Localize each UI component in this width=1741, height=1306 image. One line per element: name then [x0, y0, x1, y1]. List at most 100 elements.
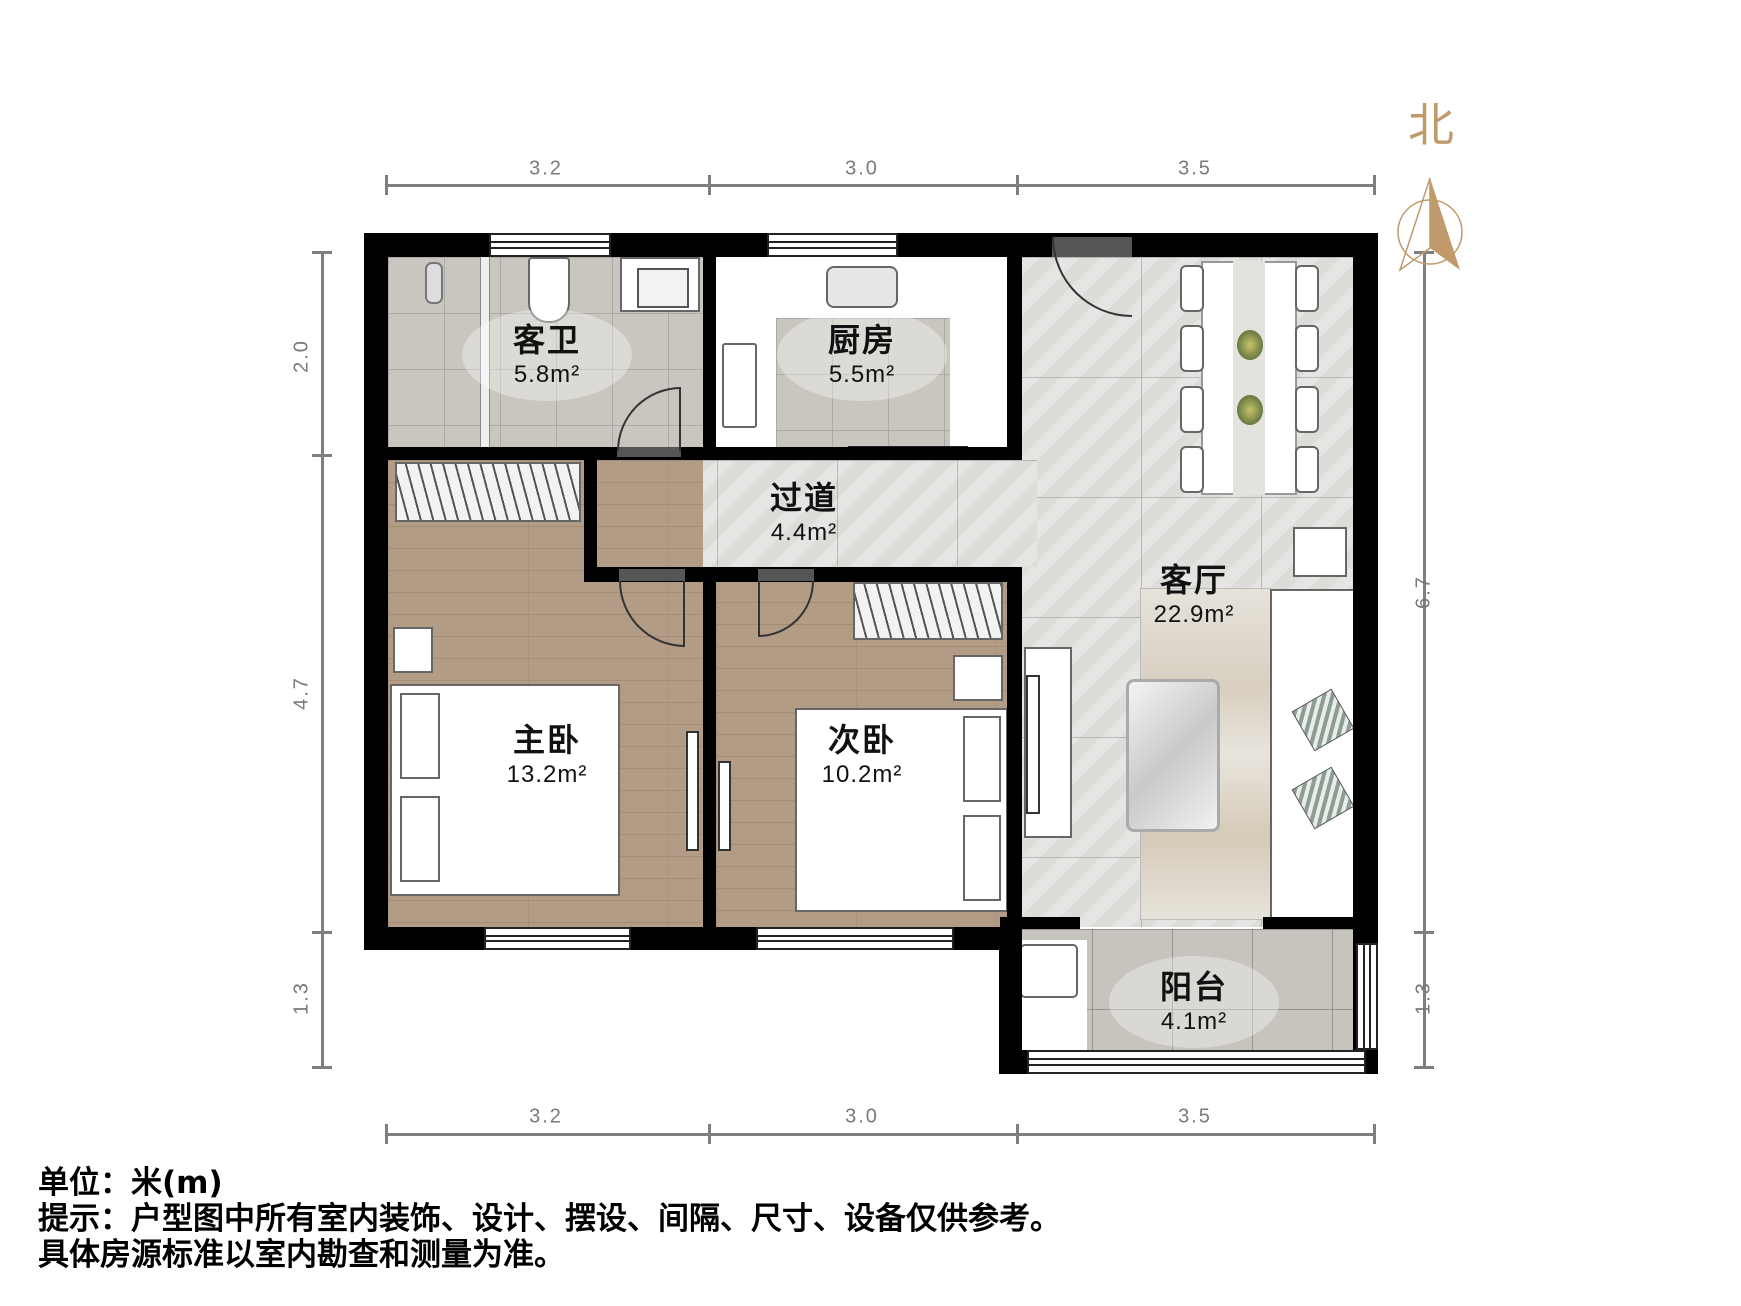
wall-kitchen-right: [1007, 257, 1022, 460]
toilet-icon: [528, 257, 570, 323]
room-area: 4.4m²: [770, 519, 838, 546]
dining-chair[interactable]: [1295, 325, 1319, 372]
label-backdrop: [461, 309, 632, 401]
centerpiece-icon: [1237, 395, 1263, 425]
compass-north-arrow-icon: [1397, 177, 1463, 272]
room-area: 4.1m²: [1160, 1008, 1228, 1035]
compass-north-label: 北: [1408, 98, 1454, 152]
room-name: 次卧: [827, 721, 897, 759]
gas-stove-icon: [722, 343, 757, 428]
shower-divider: [480, 257, 490, 447]
wall-tv: [686, 731, 699, 851]
dimension-tick: [1373, 175, 1376, 195]
wall-bedroom-divider: [703, 567, 716, 937]
dimension-label: 3.2: [529, 157, 563, 180]
room-label-master-bedroom: 主卧 13.2m²: [507, 720, 588, 790]
nightstand-lamp-icon: [953, 655, 1003, 701]
dining-chair[interactable]: [1295, 265, 1319, 312]
window-bathroom[interactable]: [489, 233, 611, 257]
room-name: 客厅: [1159, 561, 1229, 599]
sofa: [1270, 589, 1363, 927]
window-balcony-side[interactable]: [1356, 943, 1378, 1050]
disclaimer-note-2: 具体房源标准以室内勘查和测量为准。: [38, 1237, 565, 1273]
pillow: [963, 716, 1001, 802]
pillow: [963, 815, 1001, 901]
room-name: 客卫: [512, 321, 582, 359]
wall-outer-left: [364, 233, 388, 950]
room-label-guest-bathroom: 客卫 5.8m²: [461, 309, 632, 401]
dimension-tick: [312, 251, 332, 254]
unit-note: 单位：米(m): [38, 1165, 223, 1201]
disclaimer-note: 提示：户型图中所有室内装饰、设计、摆设、间隔、尺寸、设备仅供参考。: [38, 1201, 1061, 1237]
window-kitchen[interactable]: [767, 233, 898, 257]
dining-table-runner: [1233, 261, 1265, 495]
window-master-bedroom[interactable]: [484, 927, 631, 950]
room-area: 10.2m²: [821, 761, 903, 788]
tv-icon: [1026, 675, 1040, 814]
wardrobe: [853, 582, 1003, 640]
dimension-line-left: [321, 252, 324, 1068]
dimension-label: 4.7: [290, 676, 313, 710]
dimension-tick: [312, 931, 332, 934]
bathroom-door[interactable]: [617, 447, 681, 457]
dimension-tick: [1373, 1124, 1376, 1144]
dimension-label: 3.0: [845, 157, 879, 180]
coffee-table: [1126, 679, 1220, 832]
label-backdrop: [776, 309, 947, 401]
dimension-line-right: [1423, 252, 1426, 1068]
dimension-tick: [708, 175, 711, 195]
centerpiece-icon: [1237, 330, 1263, 360]
dimension-tick: [312, 1066, 332, 1069]
wall-outer-right: [1353, 233, 1378, 1074]
dimension-label: 2.0: [290, 339, 313, 373]
dimension-tick: [708, 1124, 711, 1144]
dining-chair[interactable]: [1295, 446, 1319, 493]
dimension-tick: [312, 454, 332, 457]
label-backdrop: [1108, 956, 1279, 1048]
master-bedroom-door[interactable]: [619, 569, 685, 581]
kitchen-floor-tile: [776, 318, 950, 447]
room-area: 5.8m²: [513, 361, 581, 388]
room-name: 厨房: [827, 321, 897, 359]
wall-tv: [718, 761, 731, 851]
room-name: 主卧: [512, 721, 582, 759]
wall-second-bedroom-right: [1007, 567, 1022, 937]
washing-machine-icon: [1020, 944, 1078, 998]
dining-chair[interactable]: [1180, 446, 1204, 493]
washbasin-bowl: [637, 268, 689, 308]
dimension-label: 6.7: [1412, 575, 1435, 609]
dimension-label: 1.3: [290, 981, 313, 1015]
dimension-label: 3.5: [1178, 157, 1212, 180]
dimension-tick: [385, 175, 388, 195]
window-balcony-bottom[interactable]: [1027, 1050, 1366, 1074]
room-name: 过道: [769, 479, 839, 517]
second-bedroom-door[interactable]: [758, 569, 814, 581]
dining-chair[interactable]: [1180, 386, 1204, 433]
room-area: 5.5m²: [828, 361, 896, 388]
dimension-tick: [1016, 175, 1019, 195]
kitchen-sink-icon: [826, 266, 898, 308]
plant-stand-icon: [1293, 527, 1347, 577]
room-name: 阳台: [1159, 968, 1229, 1006]
dining-chair[interactable]: [1295, 386, 1319, 433]
room-label-balcony: 阳台 4.1m²: [1108, 956, 1279, 1048]
dimension-line-top: [386, 184, 1376, 187]
dimension-label: 3.2: [529, 1105, 563, 1128]
wall-living-bottom-right: [1263, 917, 1353, 929]
dimension-label: 1.3: [1412, 981, 1435, 1015]
room-area: 13.2m²: [506, 761, 588, 788]
room-label-kitchen: 厨房 5.5m²: [776, 309, 947, 401]
dimension-label: 3.0: [845, 1105, 879, 1128]
room-label-corridor: 过道 4.4m²: [770, 478, 838, 548]
dining-chair[interactable]: [1180, 265, 1204, 312]
nightstand-lamp-icon: [393, 627, 433, 673]
pillow: [400, 796, 440, 882]
wardrobe: [395, 462, 581, 522]
dining-chair[interactable]: [1180, 325, 1204, 372]
room-label-living-room: 客厅 22.9m²: [1154, 560, 1235, 630]
dimension-tick: [385, 1124, 388, 1144]
window-second-bedroom[interactable]: [756, 927, 954, 950]
shower-head-icon: [425, 262, 443, 304]
dimension-line-bottom: [386, 1133, 1376, 1136]
pillow: [400, 693, 440, 779]
